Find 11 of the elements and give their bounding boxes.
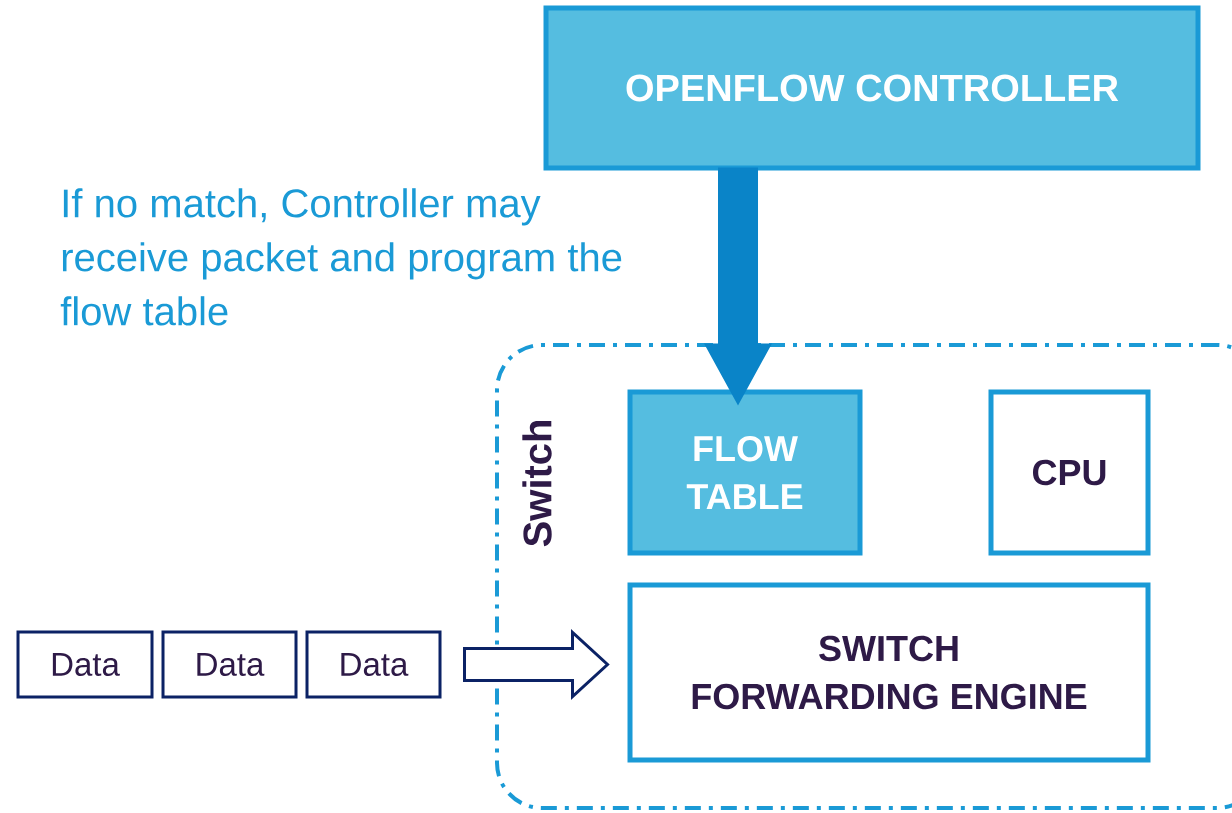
controller-box: OPENFLOW CONTROLLER xyxy=(543,5,1201,171)
block-arrow xyxy=(704,167,772,406)
flow-table-box: FLOW TABLE xyxy=(627,389,863,556)
data-packet-box: Data xyxy=(161,630,298,699)
note-text: If no match, Controller may receive packet and program the flow table xyxy=(60,188,622,326)
data-packet-box: Data xyxy=(305,630,442,699)
cpu-box: CPU xyxy=(988,389,1151,556)
hollow-arrow xyxy=(463,629,610,700)
engine-box: SWITCH FORWARDING ENGINE xyxy=(627,582,1151,763)
switch-label: Switch xyxy=(522,421,552,547)
data-packet-box: Data xyxy=(16,630,154,699)
